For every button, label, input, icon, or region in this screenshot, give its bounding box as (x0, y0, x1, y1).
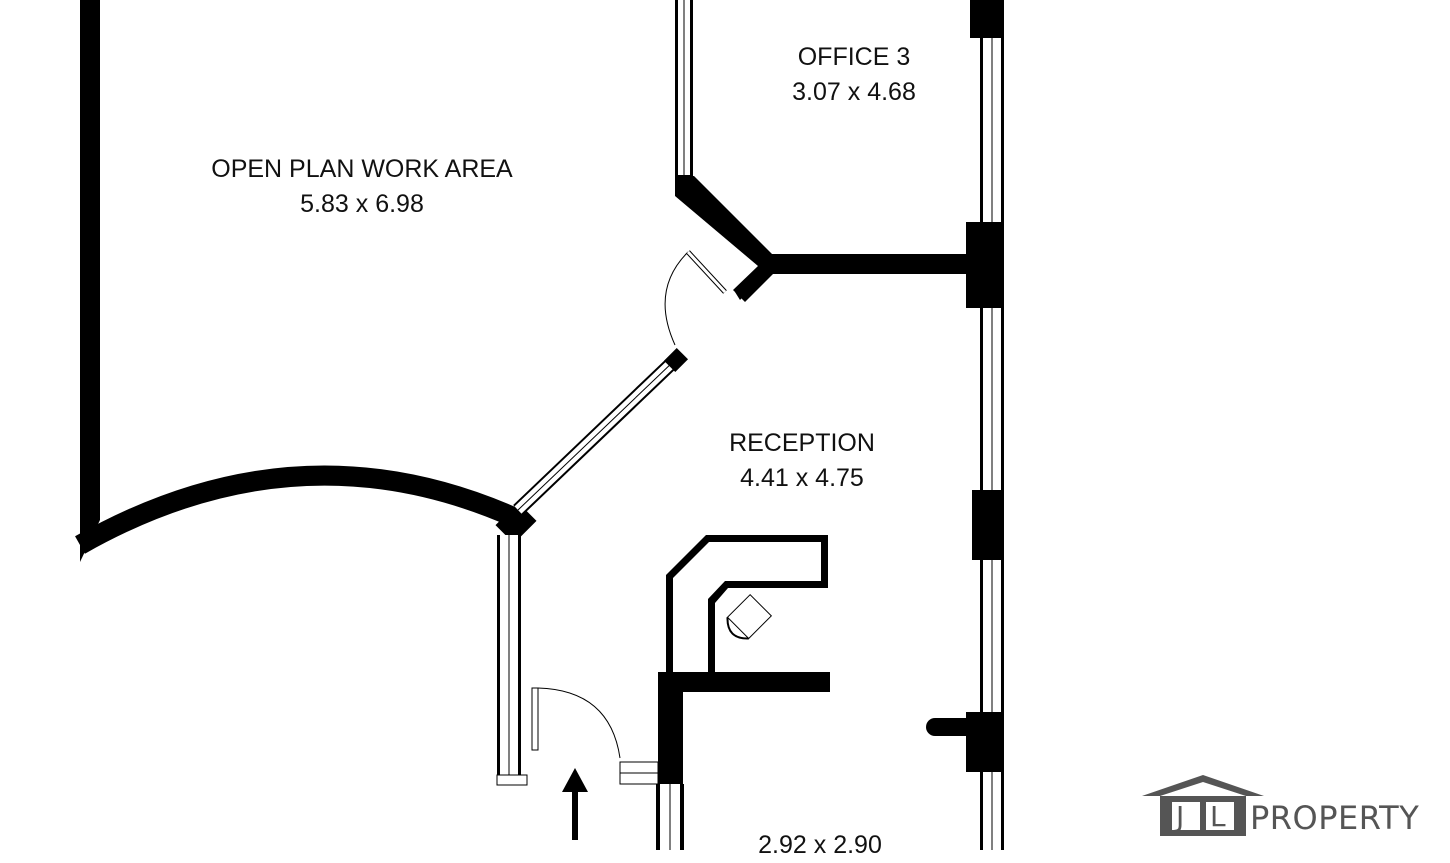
room-name: RECEPTION (729, 429, 875, 457)
wall-right-exterior (966, 0, 1004, 850)
room-size: 5.83 x 6.98 (300, 190, 424, 218)
room-size: 2.92 x 2.90 (758, 831, 882, 859)
logo-initial-j: J (1176, 800, 1185, 833)
room-size: 3.07 x 4.68 (792, 78, 916, 106)
room-label-lower: 2.92 x 2.90 (758, 828, 882, 863)
glass-partition-diagonal (513, 354, 680, 516)
house-roof-icon (1142, 775, 1264, 836)
glass-partition-office3 (675, 0, 693, 178)
room-label-office3: OFFICE 3 3.07 x 4.68 (792, 40, 916, 110)
wall-stub-right (926, 718, 970, 736)
wall-junction (495, 502, 537, 544)
room-size: 4.41 x 4.75 (740, 464, 864, 492)
room-name: OPEN PLAN WORK AREA (211, 155, 513, 183)
wall-stub-diagonal (663, 347, 689, 373)
room-label-reception: RECEPTION 4.41 x 4.75 (729, 426, 875, 496)
logo-initial-l: L (1210, 800, 1226, 833)
logo-wordmark: PROPERTY (1250, 799, 1420, 837)
wall-desk-front (660, 672, 830, 692)
reception-desk (666, 535, 828, 672)
room-label-open-plan: OPEN PLAN WORK AREA 5.83 x 6.98 (211, 152, 512, 222)
glass-partition-lower (656, 784, 684, 850)
glass-partition-entrance (496, 535, 528, 786)
wall-curved (75, 465, 525, 554)
chair-icon (726, 593, 773, 640)
wall-office3-bottom (770, 254, 970, 274)
entrance-door (531, 687, 659, 785)
wall-open-plan-left (80, 0, 100, 562)
wall-desk-vertical (658, 672, 683, 784)
room-name: OFFICE 3 (797, 43, 911, 71)
entrance-arrow-icon (562, 768, 588, 840)
door-swing-arc (664, 251, 689, 346)
